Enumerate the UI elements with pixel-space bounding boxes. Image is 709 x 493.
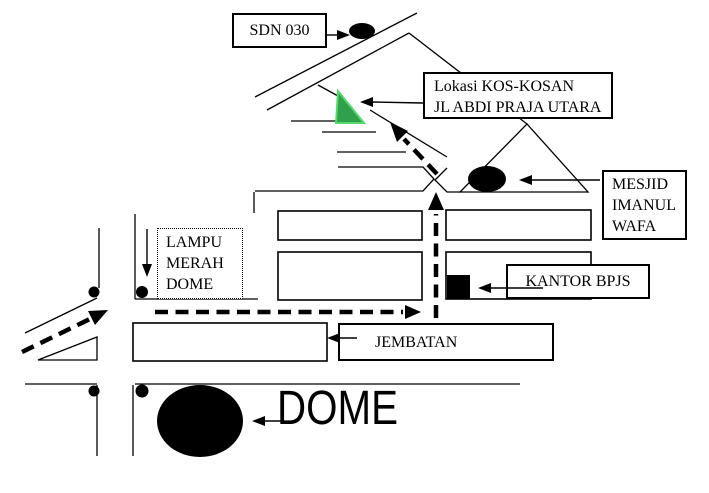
markers bbox=[88, 23, 506, 457]
building-block bbox=[277, 210, 423, 241]
road-chevron-west bbox=[255, 166, 435, 192]
lokasi-kos-kosan-label-box: Lokasi KOS-KOSAN JL ABDI PRAJA UTARA bbox=[423, 72, 613, 119]
traffic-light-dot-icon bbox=[135, 384, 149, 398]
route-arrowhead-icon bbox=[88, 310, 108, 325]
road-line bbox=[369, 109, 448, 158]
building-block bbox=[277, 251, 423, 301]
sdn-school-oval-icon bbox=[349, 23, 375, 39]
dome-ellipse-icon bbox=[157, 385, 243, 457]
bridge-rectangle bbox=[132, 322, 328, 362]
road-line-diagonal bbox=[24, 297, 98, 334]
road-line bbox=[317, 84, 339, 97]
lampu-label-line1: LAMPU bbox=[166, 234, 223, 251]
road-corner-triangle bbox=[37, 336, 98, 361]
mosque-block-triangle bbox=[458, 123, 590, 193]
sdn-label-box: SDN 030 bbox=[232, 13, 327, 48]
mesjid-label-line1: MESJID bbox=[612, 176, 669, 193]
lampu-merah-dome-label-box: LAMPU MERAH DOME bbox=[157, 228, 243, 299]
roads bbox=[24, 12, 590, 456]
road-line bbox=[254, 12, 418, 98]
route-arrowhead-icon bbox=[405, 305, 421, 319]
lokasi-label-line1: Lokasi KOS-KOSAN bbox=[434, 78, 574, 95]
mesjid-label-line3: WAFA bbox=[612, 218, 657, 235]
sdn-label: SDN 030 bbox=[249, 22, 310, 39]
lampu-label-line3: DOME bbox=[166, 276, 214, 293]
mosque-oval-icon bbox=[468, 166, 506, 192]
traffic-light-dot-icon bbox=[88, 286, 100, 298]
jembatan-label-box: JEMBATAN bbox=[338, 323, 554, 361]
road-chevron-east bbox=[434, 167, 460, 193]
mesjid-label-line2: IMANUL bbox=[612, 197, 676, 214]
route-segment-northwest bbox=[402, 137, 439, 176]
kos-kosan-location-green-triangle-icon bbox=[334, 88, 367, 124]
route-arrowhead-icon bbox=[428, 192, 444, 210]
traffic-light-dot-icon bbox=[88, 385, 100, 397]
traffic-light-dot-icon bbox=[136, 286, 148, 298]
route-segment-southwest bbox=[21, 315, 93, 355]
road-line bbox=[266, 32, 410, 111]
building-block bbox=[445, 209, 592, 241]
route-dashed-path bbox=[21, 122, 444, 355]
route-arrowhead-icon bbox=[390, 122, 408, 142]
jembatan-label: JEMBATAN bbox=[375, 333, 458, 351]
kantor-bpjs-square-icon bbox=[447, 275, 470, 299]
mesjid-label-box: MESJID IMANUL WAFA bbox=[602, 170, 687, 240]
kantor-bpjs-label: KANTOR BPJS bbox=[525, 273, 631, 290]
kantor-bpjs-label-box: KANTOR BPJS bbox=[506, 264, 650, 299]
lokasi-label-line2: JL ABDI PRAJA UTARA bbox=[434, 99, 602, 116]
lampu-label-line2: MERAH bbox=[166, 255, 224, 272]
dome-big-label: DOME bbox=[277, 382, 398, 435]
